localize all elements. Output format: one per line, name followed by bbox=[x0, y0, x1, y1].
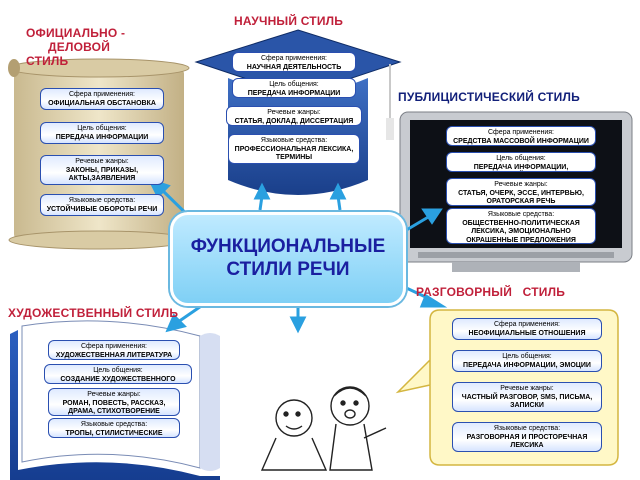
conversational-sphere-label: Сфера применения: bbox=[493, 321, 560, 328]
artistic-goal-value: СОЗДАНИЕ ХУДОЖЕСТВЕННОГО ОБРАЗА bbox=[60, 375, 176, 383]
official-means-box: Языковые средства: УСТОЙЧИВЫЕ ОБОРОТЫ РЕ… bbox=[40, 194, 164, 216]
scientific-sphere-box: Сфера применения: НАУЧНАЯ ДЕЯТЕЛЬНОСТЬ bbox=[232, 52, 356, 72]
official-style-title-line3: СТИЛЬ bbox=[26, 54, 69, 68]
scientific-goal-label: Цель общения: bbox=[269, 81, 319, 88]
artistic-sphere-label: Сфера применения: bbox=[80, 343, 147, 350]
official-style-title-line2: ДЕЛОВОЙ bbox=[48, 40, 111, 54]
publicistic-genres-label: Речевые жанры: bbox=[494, 181, 548, 188]
official-genres-box: Речевые жанры: ЗАКОНЫ, ПРИКАЗЫ, АКТЫ,ЗАЯ… bbox=[40, 155, 164, 185]
conversational-sphere-value: НЕОФИЦИАЛЬНЫЕ ОТНОШЕНИЯ bbox=[468, 329, 586, 337]
conversational-goal-box: Цель общения: ПЕРЕДАЧА ИНФОРМАЦИИ, ЭМОЦИ… bbox=[452, 350, 602, 372]
official-sphere-box: Сфера применения: ОФИЦИАЛЬНАЯ ОБСТАНОВКА bbox=[40, 88, 164, 110]
scientific-genres-box: Речевые жанры: СТАТЬЯ, ДОКЛАД, ДИССЕРТАЦ… bbox=[226, 106, 362, 126]
artistic-goal-label: Цель общения: bbox=[93, 367, 143, 374]
official-sphere-value: ОФИЦИАЛЬНАЯ ОБСТАНОВКА bbox=[48, 99, 156, 107]
official-goal-box: Цель общения: ПЕРЕДАЧА ИНФОРМАЦИИ bbox=[40, 122, 164, 144]
publicistic-sphere-box: Сфера применения: СРЕДСТВА МАССОВОЙ ИНФО… bbox=[446, 126, 596, 146]
scientific-means-value: ПРОФЕССИОНАЛЬНАЯ ЛЕКСИКА, ТЕРМИНЫ bbox=[234, 145, 354, 162]
artistic-genres-label: Речевые жанры: bbox=[87, 391, 141, 398]
artistic-sphere-box: Сфера применения: ХУДОЖЕСТВЕННАЯ ЛИТЕРАТ… bbox=[48, 340, 180, 360]
children-drawing-icon bbox=[260, 386, 387, 471]
center-heading-line1: ФУНКЦИОНАЛЬНЫЕ bbox=[190, 236, 386, 257]
official-style-title-line1: ОФИЦИАЛЬНО - bbox=[26, 26, 126, 40]
publicistic-goal-label: Цель общения: bbox=[496, 155, 546, 162]
publicistic-genres-value: СТАТЬЯ, ОЧЕРК, ЭССЕ, ИНТЕРВЬЮ, ОРАТОРСКА… bbox=[458, 189, 584, 206]
scientific-means-label: Языковые средства: bbox=[260, 137, 328, 144]
center-heading-line2: СТИЛИ РЕЧИ bbox=[226, 259, 350, 280]
conversational-genres-label: Речевые жанры: bbox=[500, 385, 554, 392]
conversational-sphere-box: Сфера применения: НЕОФИЦИАЛЬНЫЕ ОТНОШЕНИ… bbox=[452, 318, 602, 340]
publicistic-means-value: ОБЩЕСТВЕННО-ПОЛИТИЧЕСКАЯ ЛЕКСИКА, ЭМОЦИО… bbox=[462, 219, 580, 244]
conversational-goal-value: ПЕРЕДАЧА ИНФОРМАЦИИ, ЭМОЦИИ bbox=[463, 361, 591, 369]
publicistic-sphere-value: СРЕДСТВА МАССОВОЙ ИНФОРМАЦИИ bbox=[453, 137, 589, 145]
publicistic-style-title: ПУБЛИЦИСТИЧЕСКИЙ СТИЛЬ bbox=[398, 90, 580, 104]
publicistic-sphere-label: Сфера применения: bbox=[487, 129, 554, 136]
official-means-value: УСТОЙЧИВЫЕ ОБОРОТЫ РЕЧИ bbox=[46, 205, 158, 213]
official-means-label: Языковые средства: bbox=[68, 197, 136, 204]
artistic-means-value: ТРОПЫ, СТИЛИСТИЧЕСКИЕ ФИГУРЫ bbox=[65, 429, 163, 437]
conversational-style-title: РАЗГОВОРНЫЙ СТИЛЬ bbox=[416, 285, 566, 299]
artistic-goal-box: Цель общения: СОЗДАНИЕ ХУДОЖЕСТВЕННОГО О… bbox=[44, 364, 192, 384]
artistic-style-title: ХУДОЖЕСТВЕННЫЙ СТИЛЬ bbox=[8, 306, 179, 320]
conversational-means-label: Языковые средства: bbox=[493, 425, 561, 432]
center-heading-block: ФУНКЦИОНАЛЬНЫЕ СТИЛИ РЕЧИ bbox=[170, 212, 406, 306]
conversational-means-value: РАЗГОВОРНАЯ И ПРОСТОРЕЧНАЯ ЛЕКСИКА bbox=[466, 433, 588, 450]
scientific-genres-label: Речевые жанры: bbox=[267, 109, 321, 116]
scientific-sphere-value: НАУЧНАЯ ДЕЯТЕЛЬНОСТЬ bbox=[246, 63, 342, 71]
official-goal-value: ПЕРЕДАЧА ИНФОРМАЦИИ bbox=[55, 133, 149, 141]
artistic-genres-value: РОМАН, ПОВЕСТЬ, РАССКАЗ, ДРАМА, СТИХОТВО… bbox=[62, 399, 166, 416]
scientific-sphere-label: Сфера применения: bbox=[260, 55, 327, 62]
scientific-goal-box: Цель общения: ПЕРЕДАЧА ИНФОРМАЦИИ bbox=[232, 78, 356, 98]
official-sphere-label: Сфера применения: bbox=[68, 91, 135, 98]
scientific-genres-value: СТАТЬЯ, ДОКЛАД, ДИССЕРТАЦИЯ bbox=[234, 117, 354, 125]
scientific-style-title: НАУЧНЫЙ СТИЛЬ bbox=[234, 14, 344, 28]
conversational-genres-value: ЧАСТНЫЙ РАЗГОВОР, SMS, ПИСЬМА, ЗАПИСКИ bbox=[461, 393, 593, 410]
scientific-means-box: Языковые средства: ПРОФЕССИОНАЛЬНАЯ ЛЕКС… bbox=[228, 134, 360, 164]
conversational-genres-box: Речевые жанры: ЧАСТНЫЙ РАЗГОВОР, SMS, ПИ… bbox=[452, 382, 602, 412]
official-genres-label: Речевые жанры: bbox=[75, 158, 129, 165]
artistic-genres-box: Речевые жанры: РОМАН, ПОВЕСТЬ, РАССКАЗ, … bbox=[48, 388, 180, 416]
artistic-sphere-value: ХУДОЖЕСТВЕННАЯ ЛИТЕРАТУРА bbox=[55, 351, 173, 359]
conversational-means-box: Языковые средства: РАЗГОВОРНАЯ И ПРОСТОР… bbox=[452, 422, 602, 452]
official-genres-value: ЗАКОНЫ, ПРИКАЗЫ, АКТЫ,ЗАЯВЛЕНИЯ bbox=[65, 166, 139, 183]
publicistic-goal-box: Цель общения: ПЕРЕДАЧА ИНФОРМАЦИИ, ВОЗДЕ… bbox=[446, 152, 596, 172]
official-goal-label: Цель общения: bbox=[77, 125, 127, 132]
scientific-goal-value: ПЕРЕДАЧА ИНФОРМАЦИИ bbox=[247, 89, 341, 97]
artistic-means-box: Языковые средства: ТРОПЫ, СТИЛИСТИЧЕСКИЕ… bbox=[48, 418, 180, 438]
artistic-means-label: Языковые средства: bbox=[80, 421, 148, 428]
publicistic-means-box: Языковые средства: ОБЩЕСТВЕННО-ПОЛИТИЧЕС… bbox=[446, 208, 596, 244]
publicistic-genres-box: Речевые жанры: СТАТЬЯ, ОЧЕРК, ЭССЕ, ИНТЕ… bbox=[446, 178, 596, 206]
conversational-goal-label: Цель общения: bbox=[502, 353, 552, 360]
publicistic-means-label: Языковые средства: bbox=[487, 211, 555, 218]
publicistic-goal-value: ПЕРЕДАЧА ИНФОРМАЦИИ, ВОЗДЕЙСТВИЕ bbox=[473, 163, 569, 171]
